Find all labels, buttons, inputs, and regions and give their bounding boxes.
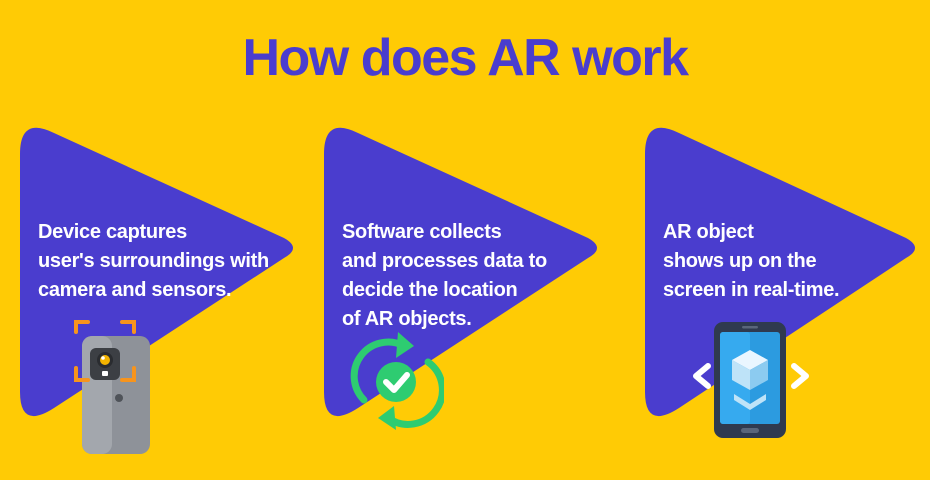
step-3-triangle [645, 127, 915, 417]
camera-phone-icon [74, 320, 150, 454]
step-3-caption: AR object shows up on the screen in real… [663, 218, 840, 305]
step-3-line-3: screen in real-time. [663, 279, 840, 301]
step-2-line-2: and processes data to [342, 250, 547, 272]
sync-check-icon [350, 332, 444, 430]
step-3-line-1: AR object [663, 221, 754, 243]
step-1-caption: Device captures user's surroundings with… [38, 218, 269, 305]
step-1-line-2: user's surroundings with [38, 250, 269, 272]
page-title: How does AR work [242, 29, 689, 87]
step-1-line-3: camera and sensors. [38, 279, 232, 301]
step-2-line-1: Software collects [342, 221, 502, 243]
step-2-line-4: of AR objects. [342, 308, 472, 330]
step-3-line-2: shows up on the [663, 250, 817, 272]
step-2-caption: Software collects and processes data to … [342, 218, 547, 334]
step-2-line-3: decide the location [342, 279, 518, 301]
phone-cube-icon [693, 322, 809, 438]
step-1-line-1: Device captures [38, 221, 187, 243]
